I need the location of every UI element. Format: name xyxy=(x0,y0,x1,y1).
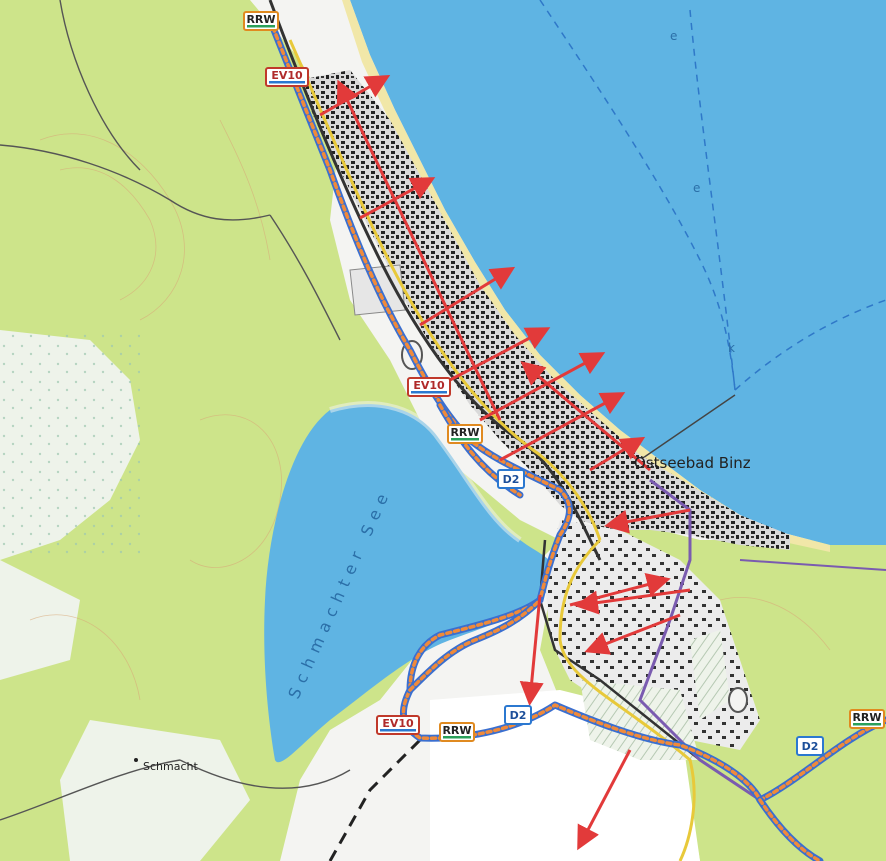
stream xyxy=(429,449,456,521)
route-badge-bar xyxy=(853,723,881,726)
route-badge-d2: D2 xyxy=(504,705,532,725)
town-label-binz: Ostseebad Binz xyxy=(634,454,751,472)
route-badge-label: D2 xyxy=(503,473,520,486)
route-badge-label: RRW xyxy=(852,711,881,724)
route-badge-bar xyxy=(451,438,479,441)
route-badge-ev10: EV10 xyxy=(265,67,309,87)
route-badge-rrw: RRW xyxy=(243,11,279,31)
hamlet-marker xyxy=(134,758,138,762)
tracks xyxy=(0,0,886,821)
route-badge-label: D2 xyxy=(510,709,527,722)
route-badge-frame xyxy=(497,469,525,489)
schmachter-see-lake xyxy=(264,404,556,763)
route-badge-label: EV10 xyxy=(271,69,303,82)
route-badge-rrw: RRW xyxy=(439,722,475,742)
sea-letter-1: e xyxy=(670,29,677,43)
route-badge-label: EV10 xyxy=(413,379,445,392)
sea-letter-2: e xyxy=(693,181,700,195)
route-badge-rrw: RRW xyxy=(849,709,885,729)
route-badge-ev10: EV10 xyxy=(407,377,451,397)
access-arrows xyxy=(319,75,691,851)
route-badge-ev10: EV10 xyxy=(376,715,420,735)
hamlet-label-schmacht: Schmacht xyxy=(143,760,198,773)
sea-letter-3: k xyxy=(728,341,735,355)
route-badge-label: RRW xyxy=(246,13,275,26)
route-badge-label: EV10 xyxy=(382,717,414,730)
sea-boundary-lines xyxy=(539,0,886,391)
route-badge-label: RRW xyxy=(450,426,479,439)
baltic-sea xyxy=(350,0,886,545)
route-badge-label: RRW xyxy=(442,724,471,737)
route-badge-label: D2 xyxy=(802,740,819,753)
route-badge-bar xyxy=(443,736,471,739)
route-badge-frame xyxy=(504,705,532,725)
contour-lines xyxy=(29,119,831,701)
route-badge-bar xyxy=(269,81,305,84)
route-badge-frame xyxy=(796,736,824,756)
route-badge-bar xyxy=(380,729,416,732)
label-leader-line xyxy=(639,394,736,461)
route-badge-d2: D2 xyxy=(796,736,824,756)
route-badge-bar xyxy=(247,25,275,28)
route-badge-rrw: RRW xyxy=(447,424,483,444)
main-roads xyxy=(288,39,696,861)
route-badge-bar xyxy=(411,391,447,394)
route-badge-d2: D2 xyxy=(497,469,525,489)
